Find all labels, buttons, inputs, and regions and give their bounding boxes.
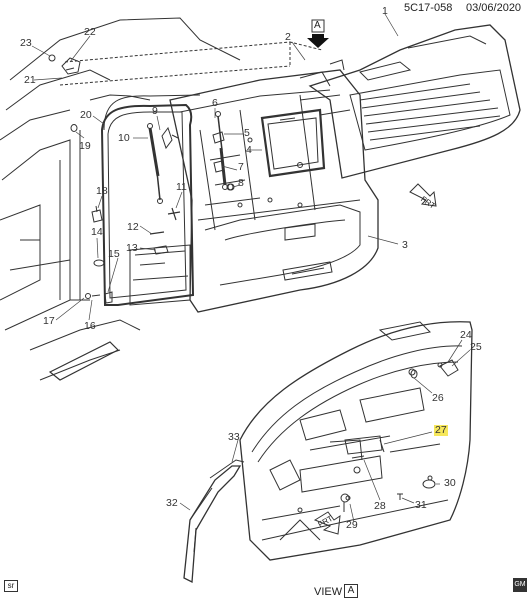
callout-8: 8: [238, 177, 244, 189]
callout-32: 32: [166, 497, 178, 509]
view-letter-box: A: [344, 584, 358, 598]
callout-15: 15: [108, 248, 120, 260]
leader-lines: [31, 13, 471, 523]
callout-23: 23: [20, 37, 32, 49]
callout-22: 22: [84, 26, 96, 38]
callout-31: 31: [415, 499, 427, 511]
rear-window-glass: [299, 24, 521, 179]
view-a-detail: [183, 321, 473, 584]
callout-17: 17: [43, 315, 55, 327]
callout-7: 7: [238, 161, 244, 173]
callout-30: 30: [444, 477, 456, 489]
gas-strut-6: [215, 111, 228, 190]
callout-27: 27: [434, 424, 448, 436]
callout-19: 19: [79, 140, 91, 152]
callout-3: 3: [402, 239, 408, 251]
callout-26: 26: [432, 392, 444, 404]
callout-20: 20: [80, 109, 92, 121]
callout-4: 4: [246, 144, 252, 156]
gm-logo: GM: [513, 578, 527, 592]
callout-28: 28: [374, 500, 386, 512]
callout-6: 6: [212, 97, 218, 109]
callout-1: 1: [382, 5, 388, 17]
gas-strut-10: [147, 123, 163, 204]
callout-10: 10: [118, 132, 130, 144]
front-arrow-lower: [313, 511, 341, 535]
view-arrow-a: [307, 19, 329, 48]
view-letter: A: [347, 585, 355, 596]
gm-logo-text: GM: [514, 581, 526, 588]
footer-left-text: sr: [7, 581, 15, 590]
vehicle-body: [0, 17, 241, 381]
bracket-9: [161, 126, 173, 150]
callout-29: 29: [346, 519, 358, 531]
callout-33: 33: [228, 431, 240, 443]
callout-13: 13: [126, 242, 138, 254]
callout-24: 24: [460, 329, 472, 341]
callout-14: 14: [91, 226, 103, 238]
view-flag-letter: A: [314, 20, 321, 31]
opening-seal: [100, 103, 195, 306]
callout-16: 16: [84, 320, 96, 332]
view-label: VIEW: [314, 586, 343, 598]
diagram-date: 03/06/2020: [466, 2, 522, 14]
liftgate-panel: [169, 69, 379, 313]
callout-2: 2: [285, 31, 291, 43]
callout-12: 12: [127, 221, 139, 233]
callout-5: 5: [244, 127, 250, 139]
callout-11: 11: [176, 181, 187, 193]
callout-18: 18: [96, 185, 108, 197]
footer-left-box: sr: [4, 580, 18, 592]
diagram-code: 5C17-058: [404, 2, 453, 14]
front-arrow-upper: [409, 183, 437, 207]
callout-25: 25: [470, 341, 482, 353]
window-seal: [260, 108, 326, 178]
callout-21: 21: [24, 74, 36, 86]
callout-9: 9: [152, 105, 158, 117]
